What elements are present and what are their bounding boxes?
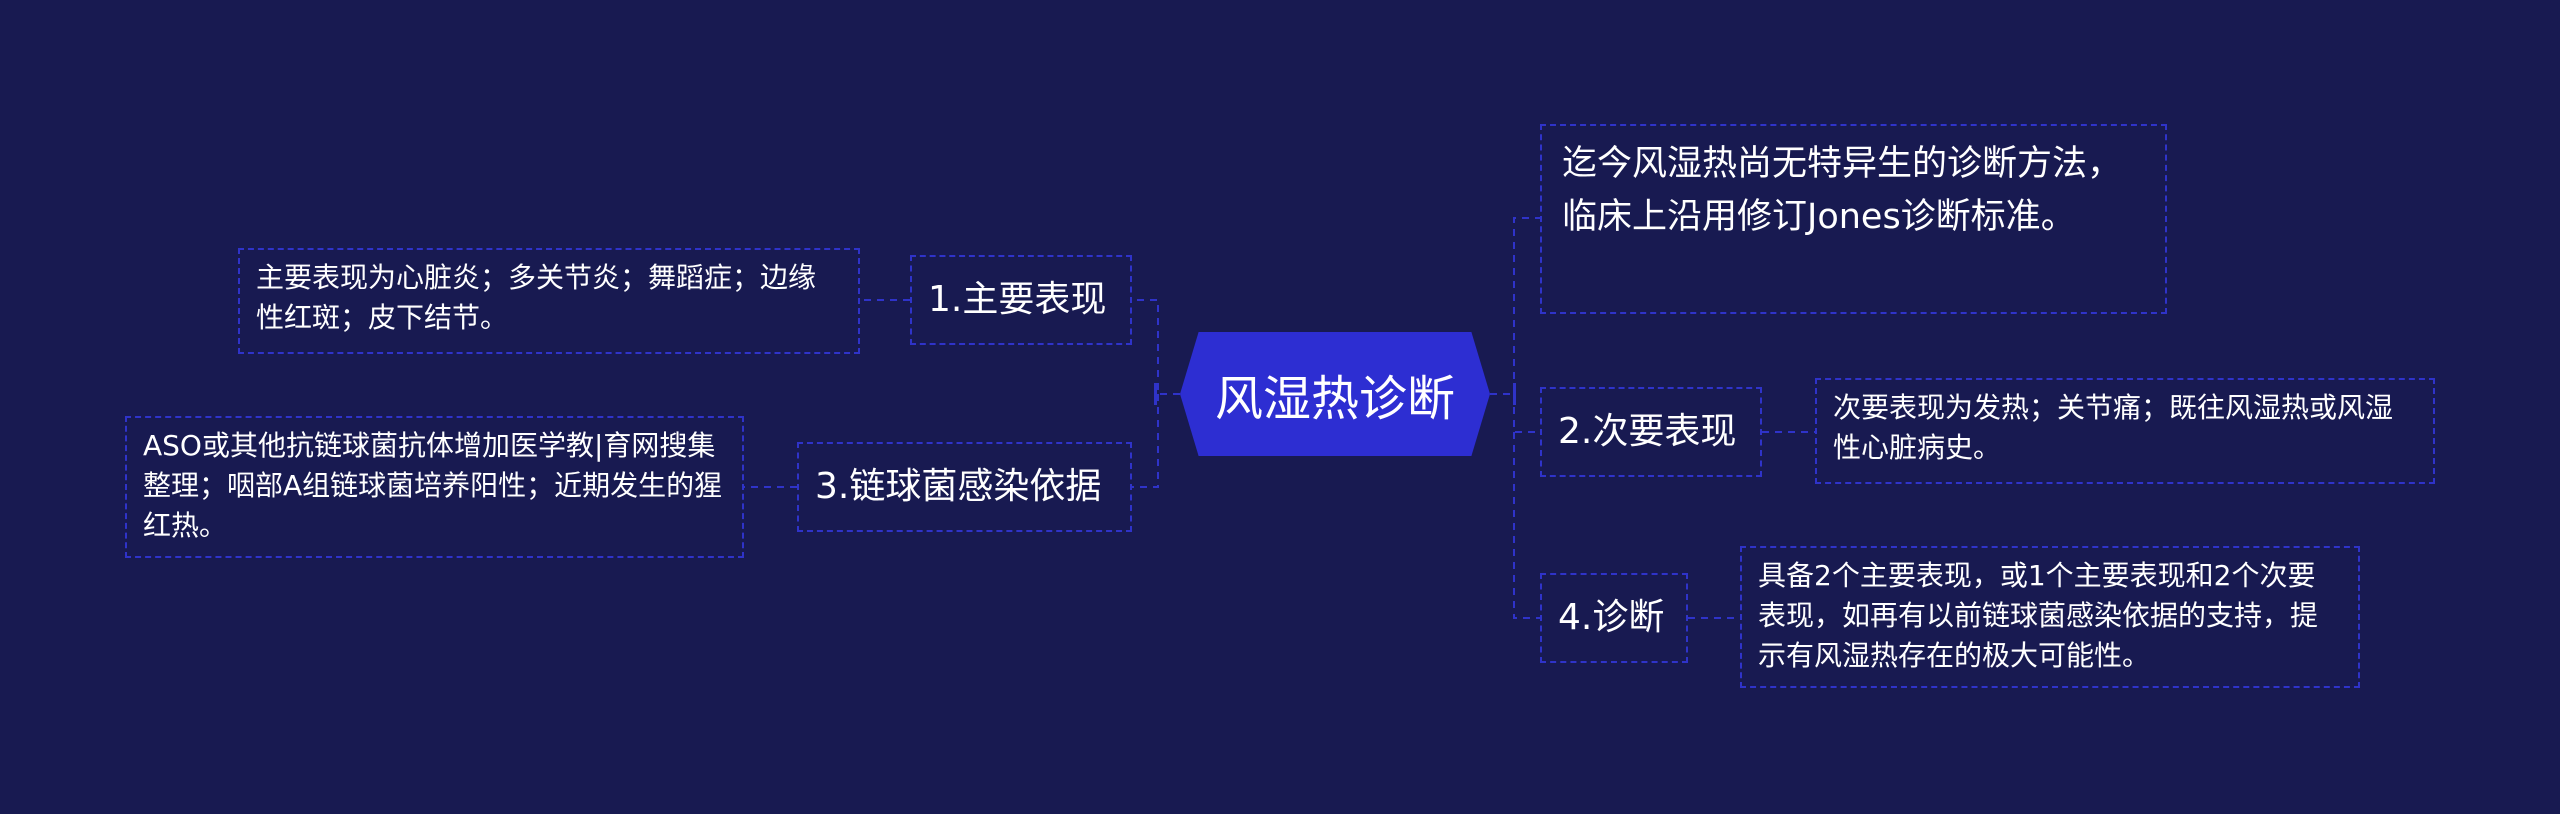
branch-label: 4.诊断 <box>1558 597 1665 638</box>
intro-note[interactable]: 迄今风湿热尚无特异生的诊断方法，临床上沿用修订Jones诊断标准。 <box>1540 124 2167 314</box>
branch-strep-evidence[interactable]: 3.链球菌感染依据 <box>797 442 1132 532</box>
detail-text: 主要表现为心脏炎；多关节炎；舞蹈症；边缘性红斑；皮下结节。 <box>256 261 817 334</box>
detail-diagnosis[interactable]: 具备2个主要表现，或1个主要表现和2个次要表现，如再有以前链球菌感染依据的支持，… <box>1740 546 2360 688</box>
detail-strep-evidence[interactable]: ASO或其他抗链球菌抗体增加医学教|育网搜集整理；咽部A组链球菌培养阳性；近期发… <box>125 416 744 558</box>
branch-label: 2.次要表现 <box>1558 411 1737 452</box>
branch-label: 1.主要表现 <box>928 279 1107 320</box>
root-label: 风湿热诊断 <box>1214 371 1455 427</box>
detail-text: 具备2个主要表现，或1个主要表现和2个次要表现，如再有以前链球菌感染依据的支持，… <box>1758 559 2319 672</box>
branch-minor-manifestations[interactable]: 2.次要表现 <box>1540 387 1762 477</box>
detail-text: ASO或其他抗链球菌抗体增加医学教|育网搜集整理；咽部A组链球菌培养阳性；近期发… <box>143 429 723 542</box>
branch-label: 3.链球菌感染依据 <box>815 466 1102 507</box>
detail-major-manifestations[interactable]: 主要表现为心脏炎；多关节炎；舞蹈症；边缘性红斑；皮下结节。 <box>238 248 860 354</box>
branch-diagnosis[interactable]: 4.诊断 <box>1540 573 1688 663</box>
branch-major-manifestations[interactable]: 1.主要表现 <box>910 255 1132 345</box>
detail-text: 次要表现为发热；关节痛；既往风湿热或风湿性心脏病史。 <box>1833 391 2394 464</box>
intro-text: 迄今风湿热尚无特异生的诊断方法，临床上沿用修订Jones诊断标准。 <box>1562 144 2123 237</box>
detail-minor-manifestations[interactable]: 次要表现为发热；关节痛；既往风湿热或风湿性心脏病史。 <box>1815 378 2435 484</box>
root-node[interactable]: 风湿热诊断 <box>1180 332 1490 456</box>
